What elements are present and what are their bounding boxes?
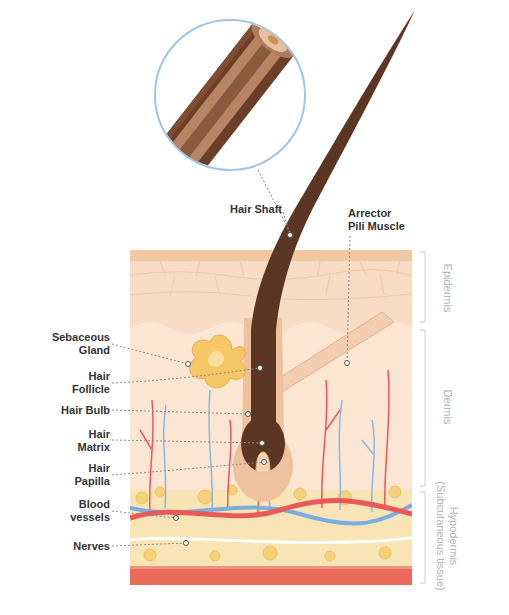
bracket-tick [420,322,425,323]
leader-dot [288,233,293,238]
part-label: Hair Matrix [64,428,110,454]
muscle-layer [130,566,412,585]
fat-cell [294,488,306,500]
leader-lines [112,170,350,546]
leader-dot [184,541,189,546]
fat-cell [155,487,165,497]
leader-line [112,344,188,364]
bracket-tick [420,330,425,331]
nerve [130,538,412,543]
fat-cell [210,551,220,561]
leader-dot [345,361,350,366]
leader-dot [258,366,263,371]
leader-line [112,368,260,383]
layer-brackets [420,252,425,583]
bracket-tick [420,492,425,493]
leader-line [112,462,264,475]
part-label: Hair Shaft [202,203,282,216]
medulla [145,36,278,201]
part-label: Hair Bulb [40,404,110,417]
layer-label: Dermis [441,367,454,447]
bracket [425,492,426,583]
hypodermis-layer [130,490,412,568]
leader-dots [174,233,350,546]
cuticle-shade [129,24,257,185]
cut-medulla [266,33,280,46]
leader-line [258,170,290,232]
leader-dot [260,441,265,446]
capillary [140,400,153,512]
leader-dot [174,516,179,521]
capillary [362,420,374,512]
part-label: Nerves [40,540,110,553]
capillary [322,380,340,508]
fat-cell [136,492,148,504]
fat-cell [144,549,156,561]
fat-cell [198,490,212,504]
cut-cortex [255,23,292,57]
magnified-hair [129,15,300,213]
part-label: Hair Papilla [64,462,110,488]
leader-line [283,212,290,235]
artery [130,500,412,518]
leader-line [347,236,350,363]
hair-cylinder [129,15,300,213]
hair-papilla [256,452,270,472]
fat-cell [379,547,391,559]
leader-dot [246,412,251,417]
gland-highlight [208,351,224,367]
bracket [425,330,426,486]
leader-line [112,511,176,518]
leader-line [112,543,186,546]
sebaceous-gland [190,335,246,388]
part-label: Hair Follicle [60,370,110,396]
leader-line [112,440,262,443]
cut-end [246,15,301,64]
layer-label: Hypodermis (Subcutaneous tissue) [434,477,460,595]
muscle-edge [130,566,412,569]
bracket [425,252,426,322]
bracket-tick [420,252,425,253]
bracket-tick [420,583,425,584]
capillary [385,370,389,510]
fat-cell [325,551,335,561]
cuticle [129,24,293,214]
hair-bulb [241,416,285,472]
capillary [164,405,166,508]
part-label: Sebaceous Gland [44,331,110,357]
fat-cell [389,486,401,498]
leader-dot [186,362,191,367]
arrector-pili-muscle [268,312,394,403]
capillary [339,400,342,510]
capillary [209,390,212,512]
layer-label: Epidermis [441,248,454,328]
leader-line [112,410,248,414]
leader-dot [262,460,267,465]
fat-cell [263,546,277,560]
bracket-tick [420,486,425,487]
part-label: Blood vessels [60,498,110,524]
part-label: Arrector Pili Muscle [348,207,410,233]
